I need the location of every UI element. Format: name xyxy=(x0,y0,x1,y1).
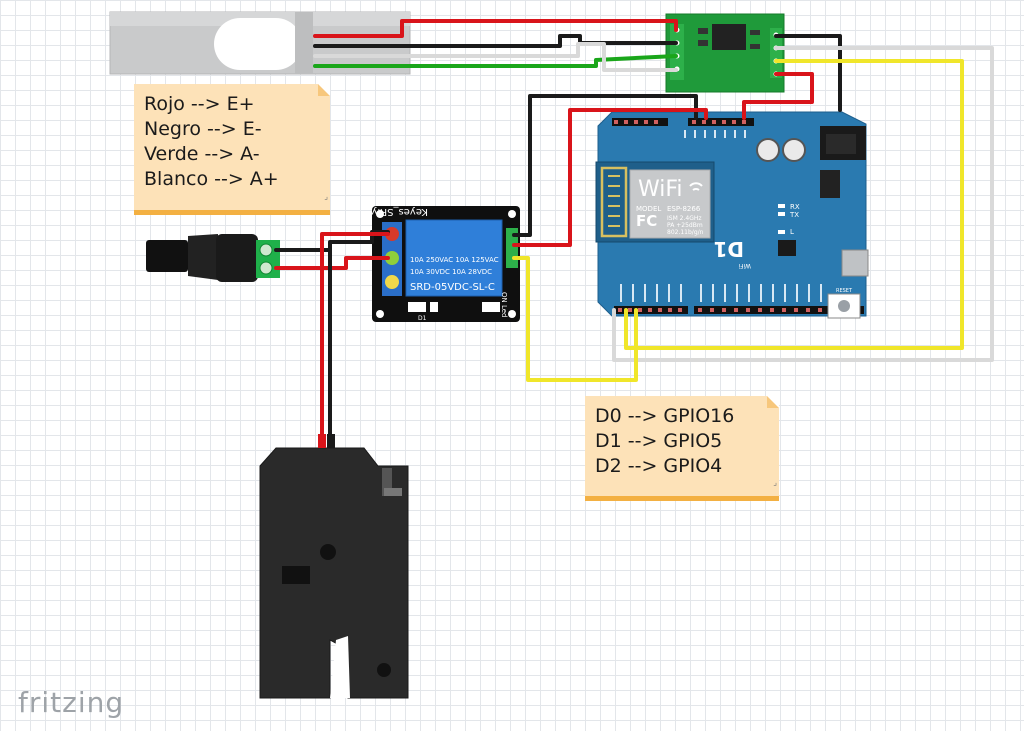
wifi-module-line1: ISM 2.4GHz xyxy=(667,215,702,222)
wire-relay-gnd[interactable] xyxy=(512,94,698,237)
tx-label: TX xyxy=(789,211,799,219)
relay-brand: Keyes_SRly xyxy=(371,206,428,217)
wire-lock-red[interactable] xyxy=(320,232,390,444)
relay-module[interactable]: Keyes_SRly 10A 250VAC 10A 125VAC 10A 30V… xyxy=(371,206,520,322)
note-resize-handle[interactable]: ⌟ xyxy=(773,478,777,487)
wire-hx-vcc[interactable] xyxy=(742,72,814,120)
l-label: L xyxy=(790,228,794,236)
relay-model: SRD-05VDC-SL-C xyxy=(410,282,495,293)
wire-relay-signal[interactable] xyxy=(512,256,638,382)
wire-hx-gnd[interactable] xyxy=(774,34,842,112)
note-pin-line-1: D0 --> GPIO16 xyxy=(595,405,735,427)
wifi-module-model: ESP-8266 xyxy=(667,205,701,213)
fcc-logo: FC xyxy=(636,212,657,230)
load-cell[interactable] xyxy=(109,11,411,75)
note-wire-line-4: Blanco --> A+ xyxy=(144,168,279,190)
wifi-module-title: WiFi xyxy=(638,177,683,202)
dc-power-jack[interactable] xyxy=(146,234,280,282)
relay-component-label: D1 xyxy=(418,315,427,322)
note-wire-line-3: Verde --> A- xyxy=(144,143,260,165)
note-wire-colors[interactable]: Rojo --> E+ Negro --> E- Verde --> A- Bl… xyxy=(134,84,330,214)
relay-spec-line1: 10A 250VAC 10A 125VAC xyxy=(410,256,499,264)
wire-green[interactable] xyxy=(313,54,678,68)
wire-hx-sck[interactable] xyxy=(624,59,964,350)
wire-red[interactable] xyxy=(313,19,678,38)
solenoid-lock[interactable] xyxy=(259,447,409,699)
wires xyxy=(274,19,994,448)
wire-white[interactable] xyxy=(313,42,678,72)
wifi-module-line3: 802.11b/g/n xyxy=(667,229,704,236)
wire-relay-vcc[interactable] xyxy=(512,108,708,247)
reset-label: RESET xyxy=(836,288,853,294)
hx711-amplifier[interactable] xyxy=(665,13,785,93)
board-wifi-label: WiFi xyxy=(739,262,751,269)
wifi-module-model-label: MODEL xyxy=(636,205,661,213)
relay-side-label: ON Led xyxy=(500,292,508,318)
wire-hx-dt[interactable] xyxy=(612,46,994,362)
relay-spec-line2: 10A 30VDC 10A 28VDC xyxy=(410,268,492,276)
note-pin-mapping[interactable]: D0 --> GPIO16 D1 --> GPIO5 D2 --> GPIO4 … xyxy=(585,396,779,500)
note-wire-line-2: Negro --> E- xyxy=(144,118,262,140)
note-wire-line-1: Rojo --> E+ xyxy=(144,93,255,115)
fritzing-logo: fritzing xyxy=(18,686,125,719)
wire-jack-red[interactable] xyxy=(274,256,390,270)
d1-logo: D1 xyxy=(713,237,744,261)
wemos-d1-board[interactable]: WiFi MODEL ESP-8266 FC ISM 2.4GHz PA +25… xyxy=(595,111,869,319)
wifi-module-line2: PA +25dBm xyxy=(667,222,703,229)
rx-label: RX xyxy=(790,203,800,211)
wifi-icon xyxy=(689,182,703,191)
note-resize-handle[interactable]: ⌟ xyxy=(324,192,328,201)
note-pin-line-2: D1 --> GPIO5 xyxy=(595,430,723,452)
note-pin-line-3: D2 --> GPIO4 xyxy=(595,455,723,477)
